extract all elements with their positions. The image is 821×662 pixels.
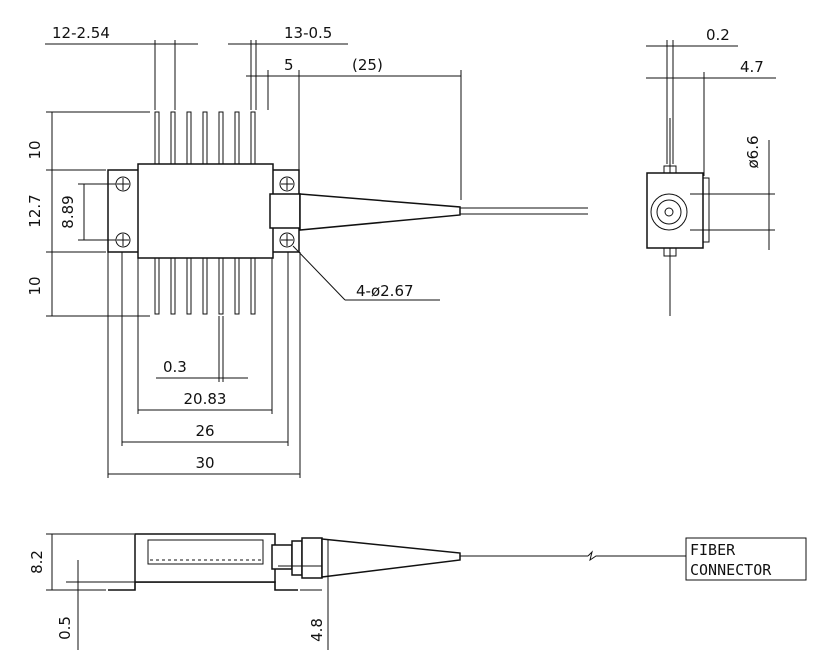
end-body xyxy=(646,172,704,249)
dim-pin-thickness: 0.3 xyxy=(163,358,187,376)
dim-fiber-length: (25) xyxy=(352,56,383,74)
dim-body-height: 12.7 xyxy=(26,194,44,227)
side-view: FIBER CONNECTOR 8.2 0.5 4.8 xyxy=(28,533,807,650)
dim-hole-spacing: 8.89 xyxy=(59,195,77,228)
dim-width: 4.7 xyxy=(740,58,764,76)
fiber-port xyxy=(650,193,688,231)
dim-pin-width: 13-0.5 xyxy=(284,24,332,42)
connector-label-line2: CONNECTOR xyxy=(690,561,772,579)
dim-pin-length-bottom: 10 xyxy=(26,276,44,295)
fiber-connector-box xyxy=(685,537,807,581)
connector-label-line1: FIBER xyxy=(690,541,736,559)
dim-pin-span: 20.83 xyxy=(184,390,227,408)
dim-pin-length-top: 10 xyxy=(26,140,44,159)
dim-hole-pitch: 26 xyxy=(195,422,214,440)
dim-fiber-offset: 5 xyxy=(284,56,294,74)
pins-top xyxy=(154,111,256,165)
dim-base: 0.5 xyxy=(56,616,74,640)
fiber-boot xyxy=(299,193,461,231)
dim-holes: 4-ø2.67 xyxy=(356,282,414,300)
end-view: 0.2 4.7 ø6.6 xyxy=(646,26,776,316)
side-body xyxy=(134,533,276,583)
dim-pin-pitch: 12-2.54 xyxy=(52,24,110,42)
dim-flange-thickness: 0.2 xyxy=(706,26,730,44)
pins-bottom xyxy=(154,257,256,315)
top-view: 12-2.54 13-0.5 5 (25) 10 12.7 8.89 10 4-… xyxy=(26,24,588,478)
ferrule xyxy=(269,193,301,229)
package-body xyxy=(137,163,274,259)
dim-height: 8.2 xyxy=(28,550,46,574)
dim-fiber-height: 4.8 xyxy=(308,618,326,642)
dim-diameter: ø6.6 xyxy=(744,135,762,168)
dim-overall-width: 30 xyxy=(195,454,214,472)
